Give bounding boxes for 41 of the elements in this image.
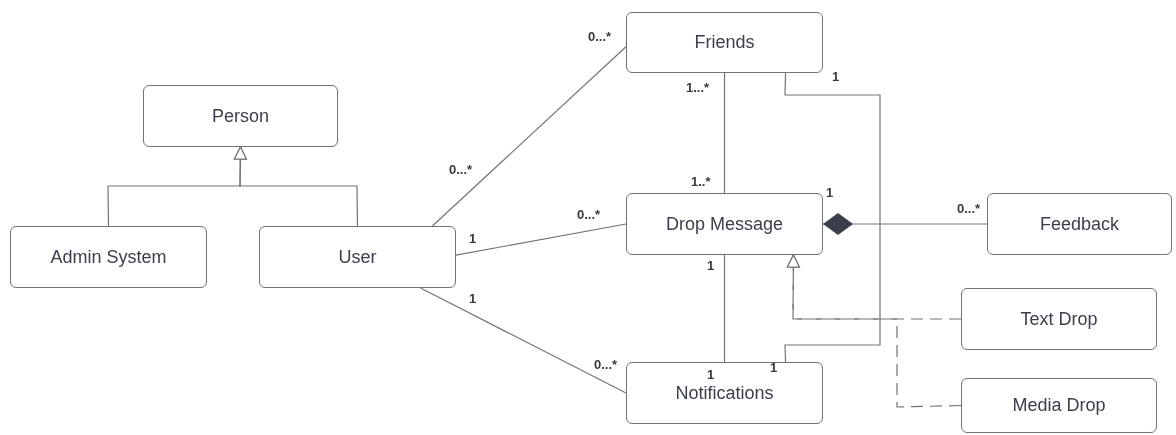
class-name: Text Drop (1020, 308, 1098, 330)
multiplicity-label: 1 (826, 186, 834, 200)
association-line (431, 46, 627, 227)
multiplicity-label: 0...* (577, 208, 601, 222)
class-box (961, 288, 1157, 350)
association-line (723, 254, 726, 363)
class-name: Person (211, 105, 269, 127)
multiplicity-label: 1 (469, 292, 477, 306)
class-name: Drop Message (665, 213, 784, 235)
multiplicity-label: 0...* (588, 30, 612, 44)
class-box (961, 378, 1157, 433)
multiplicity-label: 1 (469, 232, 477, 246)
multiplicity-label: 0...* (594, 358, 618, 372)
class-name: Notifications (675, 382, 774, 404)
class-box (626, 12, 823, 73)
association-line (784, 72, 881, 363)
class-name: User (338, 246, 377, 268)
association-line (419, 287, 627, 394)
multiplicity-label: 1...* (686, 81, 710, 95)
class-box (626, 193, 823, 255)
multiplicity-label: 1 (707, 368, 715, 382)
class-box (143, 85, 338, 147)
dashed-arrow (786, 254, 962, 408)
class-name: Admin System (50, 246, 167, 268)
class-name: Friends (694, 32, 755, 53)
multiplicity-label: 1..* (691, 175, 711, 189)
class-name: Feedback (1039, 213, 1120, 235)
multiplicity-label: 1 (707, 259, 715, 273)
association-line (723, 72, 726, 194)
class-name: Media Drop (1012, 395, 1106, 416)
multiplicity-label: 0...* (449, 163, 473, 177)
multiplicity-label: 0...* (957, 202, 981, 216)
generalization-arrow (233, 146, 359, 227)
composition-line (822, 213, 988, 235)
class-box (987, 193, 1172, 255)
multiplicity-label: 1 (832, 70, 840, 84)
class-box (259, 226, 456, 288)
multiplicity-label: 1 (770, 361, 778, 375)
class-box (626, 362, 823, 424)
association-line (455, 223, 627, 256)
class-box (10, 226, 207, 288)
